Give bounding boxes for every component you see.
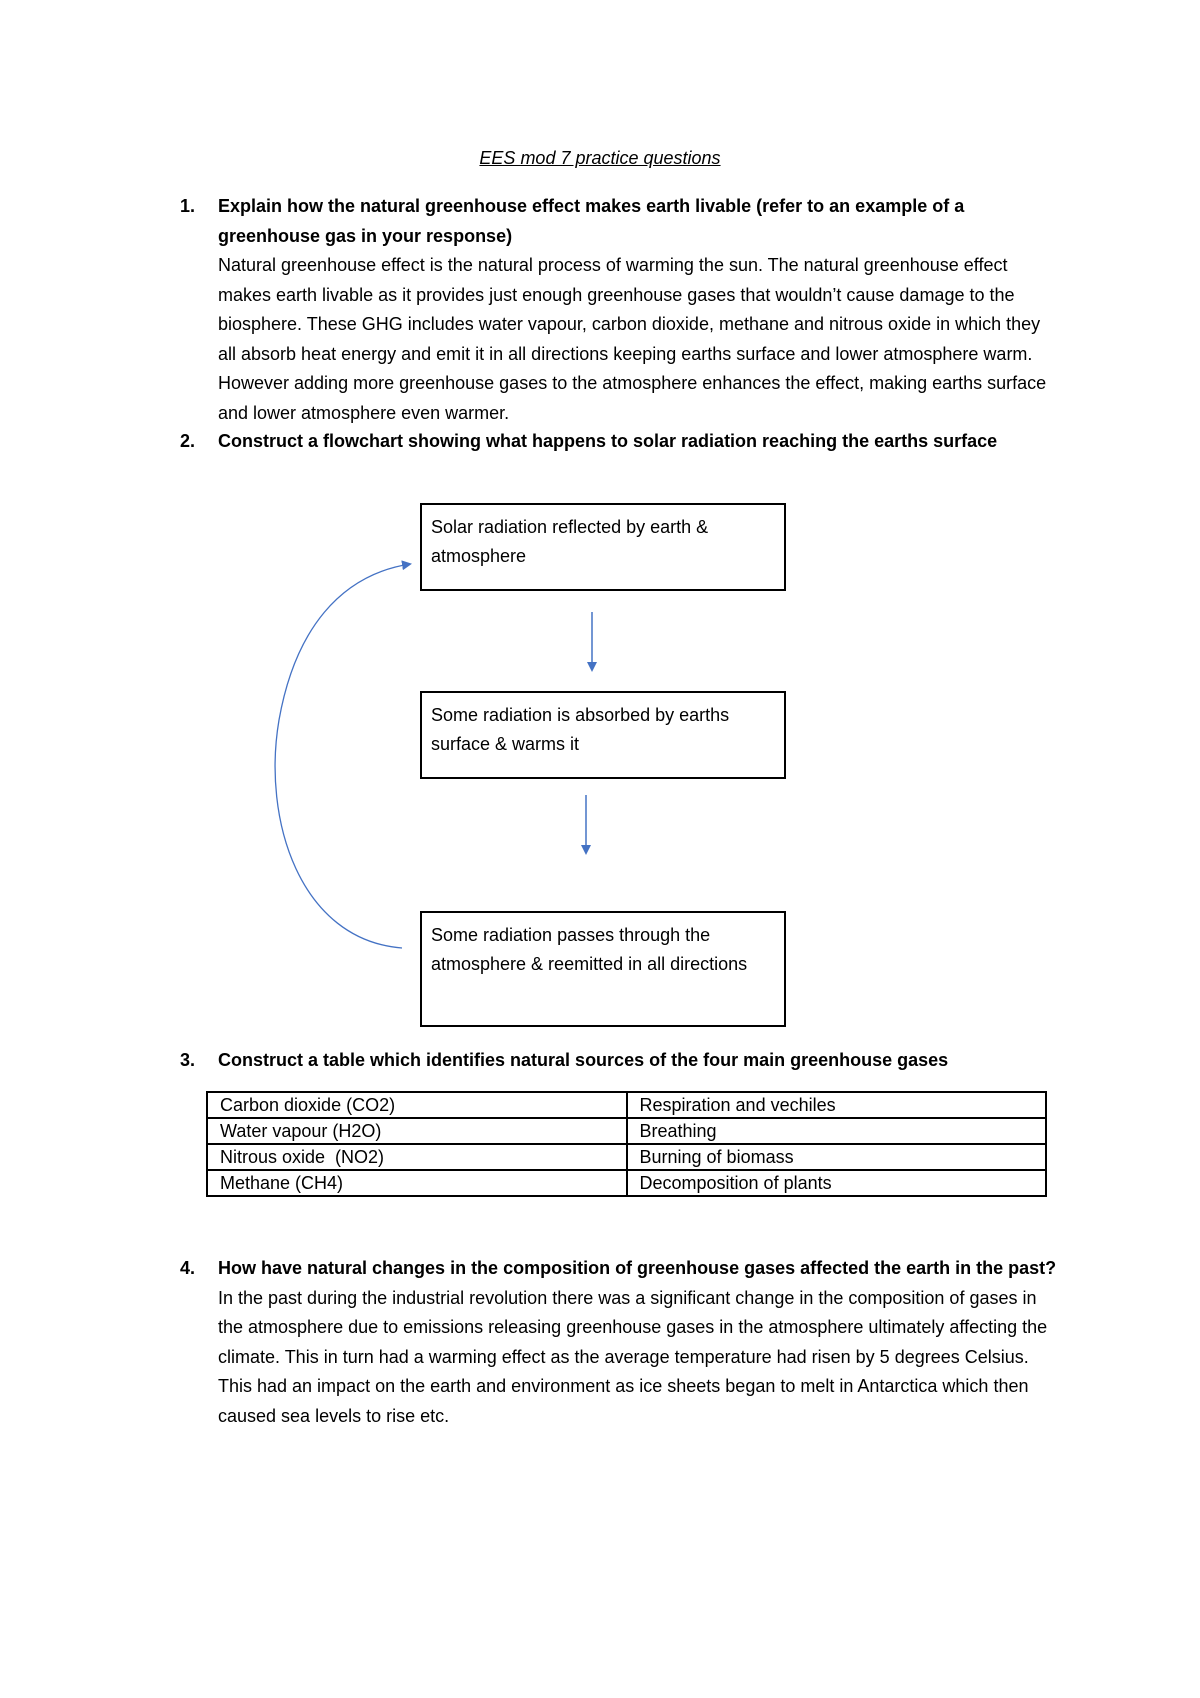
table-row: Water vapour (H2O) Breathing (206, 1117, 1047, 1145)
table-row: Methane (CH4) Decomposition of plants (206, 1169, 1047, 1197)
gas-name-cell: Water vapour (H2O) (206, 1117, 628, 1145)
flow-arrow-loop (274, 560, 412, 949)
question-answer: In the past during the industrial revolu… (218, 1287, 1048, 1426)
question-1: 1. Explain how the natural greenhouse ef… (180, 192, 1060, 428)
flowchart-box-reflected: Solar radiation reflected by earth & atm… (420, 503, 786, 591)
question-prompt: Construct a flowchart showing what happe… (218, 431, 998, 451)
gas-name-cell: Carbon dioxide (CO2) (206, 1091, 628, 1119)
flowchart-box-absorbed: Some radiation is absorbed by earths sur… (420, 691, 786, 779)
gas-source-cell: Respiration and vechiles (625, 1091, 1047, 1119)
flowchart-box-reemitted: Some radiation passes through the atmosp… (420, 911, 786, 1027)
table-row: Carbon dioxide (CO2) Respiration and vec… (206, 1091, 1047, 1119)
question-prompt: Explain how the natural greenhouse effec… (218, 196, 965, 246)
gas-name-cell: Methane (CH4) (206, 1169, 628, 1197)
question-4: 4. How have natural changes in the compo… (180, 1254, 1060, 1431)
table-row: Nitrous oxide (NO2) Burning of biomass (206, 1143, 1047, 1171)
question-number: 4. (180, 1258, 196, 1278)
question-number: 2. (180, 431, 196, 451)
question-number: 1. (180, 196, 196, 216)
question-number: 3. (180, 1050, 196, 1070)
question-answer: Natural greenhouse effect is the natural… (218, 255, 1047, 423)
greenhouse-gas-table: Carbon dioxide (CO2) Respiration and vec… (206, 1091, 1047, 1197)
question-3: 3. Construct a table which identifies na… (180, 1046, 1060, 1076)
gas-source-cell: Breathing (625, 1117, 1047, 1145)
question-prompt: How have natural changes in the composit… (218, 1258, 1057, 1278)
question-2: 2. Construct a flowchart showing what ha… (180, 427, 1060, 457)
gas-source-cell: Burning of biomass (625, 1143, 1047, 1171)
gas-source-cell: Decomposition of plants (625, 1169, 1047, 1197)
document-title: EES mod 7 practice questions (479, 148, 721, 168)
question-prompt: Construct a table which identifies natur… (218, 1050, 949, 1070)
gas-name-cell: Nitrous oxide (NO2) (206, 1143, 628, 1171)
